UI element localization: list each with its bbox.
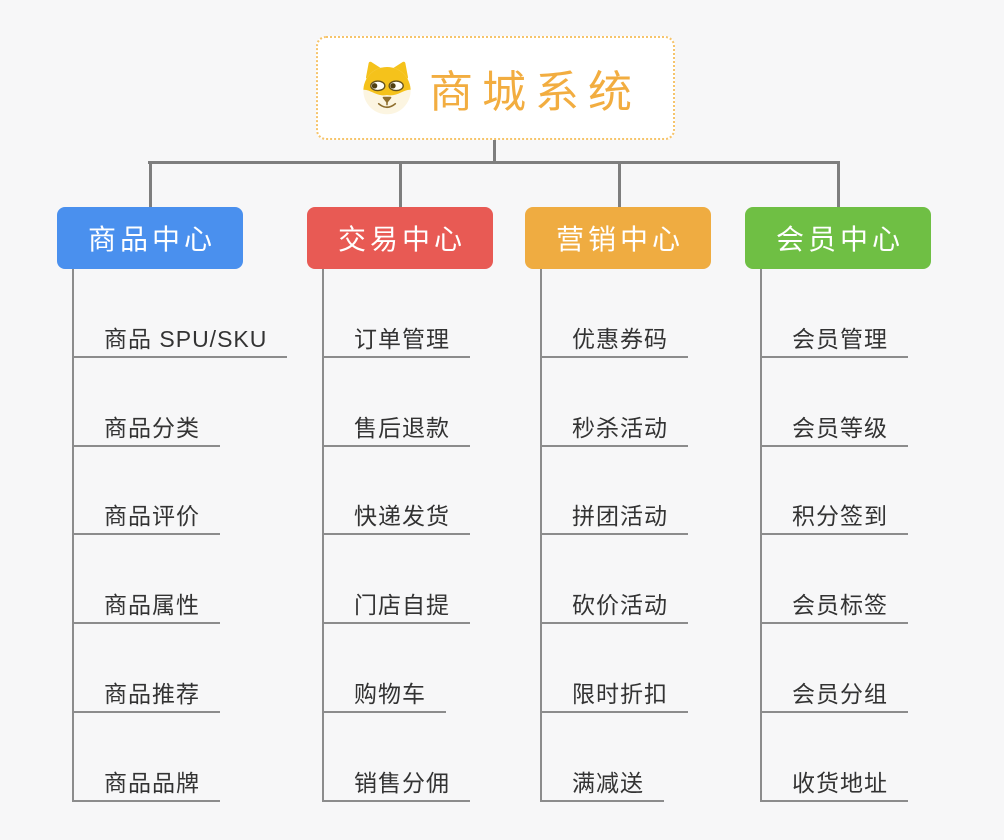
topic-item[interactable]: 门店自提	[322, 590, 470, 624]
branch-drop-connector	[837, 161, 840, 207]
branch-drop-connector	[149, 161, 152, 207]
root-topic[interactable]: 商城系统	[316, 36, 675, 140]
topic-item[interactable]: 满减送	[540, 768, 664, 802]
branch-drop-connector	[618, 161, 621, 207]
topic-item[interactable]: 订单管理	[322, 324, 470, 358]
branch-label: 营销中心	[555, 224, 684, 255]
branch-label: 商品中心	[87, 224, 216, 255]
branch-marketing-center[interactable]: 营销中心	[525, 207, 711, 269]
topic-item[interactable]: 限时折扣	[540, 679, 688, 713]
root-title: 商城系统	[429, 68, 641, 117]
branch-label: 交易中心	[337, 224, 466, 255]
branch-trade-center[interactable]: 交易中心	[307, 207, 493, 269]
topic-item[interactable]: 拼团活动	[540, 501, 688, 535]
topic-item[interactable]: 会员分组	[760, 679, 908, 713]
topic-item[interactable]: 收货地址	[760, 768, 908, 802]
doge-face-icon	[359, 60, 415, 116]
topic-item[interactable]: 快递发货	[322, 501, 470, 535]
topic-item[interactable]: 会员标签	[760, 590, 908, 624]
topic-item[interactable]: 秒杀活动	[540, 413, 688, 447]
topic-item[interactable]: 商品分类	[72, 413, 220, 447]
topic-item[interactable]: 商品 SPU/SKU	[72, 324, 288, 358]
topic-item[interactable]: 优惠券码	[540, 324, 688, 358]
topic-item[interactable]: 销售分佣	[322, 768, 470, 802]
branch-rail-connector	[148, 161, 840, 164]
topic-item[interactable]: 砍价活动	[540, 590, 688, 624]
root-stem-connector	[493, 140, 496, 163]
topic-item[interactable]: 会员等级	[760, 413, 908, 447]
topic-item[interactable]: 售后退款	[322, 413, 470, 447]
topic-item[interactable]: 积分签到	[760, 501, 908, 535]
topic-item[interactable]: 商品属性	[72, 590, 220, 624]
branch-product-center[interactable]: 商品中心	[57, 207, 243, 269]
branch-drop-connector	[399, 161, 402, 207]
branch-label: 会员中心	[775, 224, 904, 255]
branch-member-center[interactable]: 会员中心	[745, 207, 931, 269]
topic-item[interactable]: 商品评价	[72, 501, 220, 535]
topic-item[interactable]: 会员管理	[760, 324, 908, 358]
topic-item[interactable]: 商品推荐	[72, 679, 220, 713]
topic-item[interactable]: 商品品牌	[72, 768, 220, 802]
topic-item[interactable]: 购物车	[322, 679, 446, 713]
